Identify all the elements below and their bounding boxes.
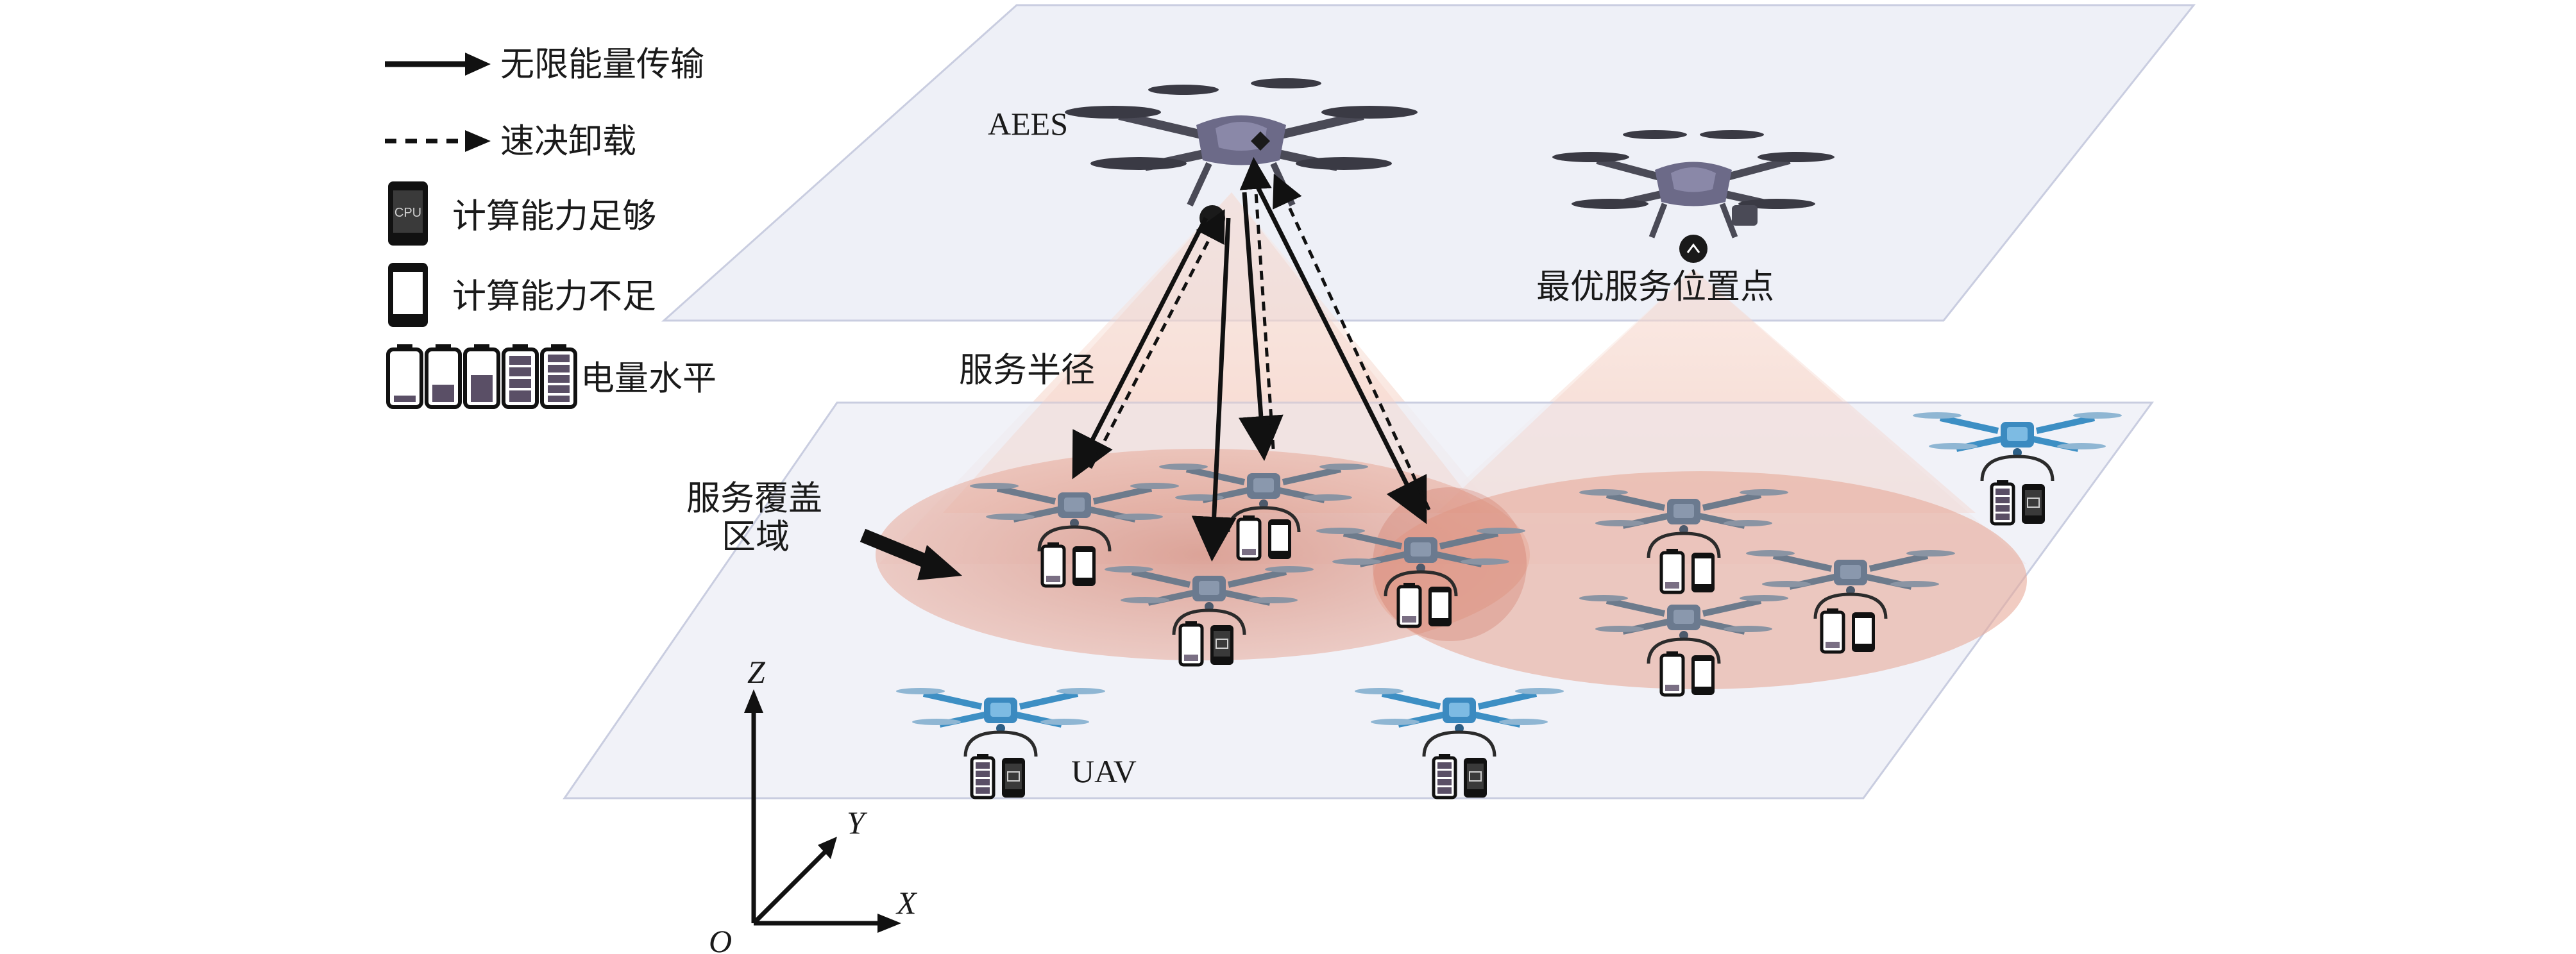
uav-gray-2-phone [1268,519,1291,559]
battery-levels-icon [386,344,577,409]
uav-label: UAV [1071,753,1137,789]
uav-blue-1-phone [1001,757,1026,798]
energy-arrow-3 [1238,192,1284,461]
uav-gray-5-battery [1661,549,1683,592]
offload-arrow-1 [1089,209,1225,469]
legend-label-insufficient: 计算能力不足 [452,277,656,316]
uav-gray-3-battery [1180,621,1202,665]
x-axis-label: X [895,885,918,921]
coverage-label-line1: 服务覆盖 [686,479,822,518]
legend-label-energy: 无限能量传输 [500,45,704,84]
coverage-pointer-arrow [860,528,962,580]
uav-gray-1-phone [1072,546,1096,586]
legend-label-enough: 计算能力足够 [452,197,656,236]
uav-gray-5-phone [1691,553,1715,592]
optimal-position-label: 最优服务位置点 [1536,267,1774,306]
legend: 无限能量传输 速决卸载 CPU 计算能力足够 计算能力不足 [385,45,716,409]
uav-blue-2-phone [1463,757,1487,798]
uav-gray-6-battery [1822,608,1843,652]
uav-gray-4-battery [1398,583,1420,626]
uav-blue-3-battery [1992,480,2013,524]
uav-gray-3-phone [1210,624,1234,665]
coordinate-axes [744,689,901,933]
empty-phone-icon [388,263,428,327]
energy-arrow-2 [1191,217,1237,562]
optimal-cone-overlay [1437,269,1976,513]
z-axis-label: Z [747,654,766,690]
optimal-position-drone [1552,130,1835,263]
legend-label-offload: 速决卸载 [500,122,636,161]
cpu-text: CPU [394,206,421,220]
upper-plane [661,4,2196,322]
y-axis-label: Y [847,805,868,841]
cpu-phone-icon: CPU [388,181,428,246]
coverage-label-line2: 区域 [722,517,790,556]
dashed-arrow-icon [385,130,491,152]
legend-label-battery: 电量水平 [580,359,716,398]
solid-arrow-icon [385,53,491,76]
uav-gray-2-battery [1238,515,1260,559]
uav-blue-2-battery [1434,754,1455,798]
uav-blue-1-battery [972,754,994,798]
uav-gray-4-phone [1428,587,1452,626]
aees-label: AEES [988,106,1068,142]
aees-drone [1065,78,1418,231]
uav-gray-7-battery [1661,651,1683,695]
uav-gray-1-battery [1042,542,1064,586]
uav-gray-7-phone [1691,655,1715,695]
uav-gray-6-phone [1852,612,1875,652]
uav-blue-3-phone [2021,483,2046,524]
offload-arrow-2 [1239,157,1275,449]
origin-label: O [709,923,732,954]
service-radius-label: 服务半径 [959,351,1095,390]
energy-arrow-4 [1255,185,1427,524]
energy-arrow-1 [1072,217,1208,480]
